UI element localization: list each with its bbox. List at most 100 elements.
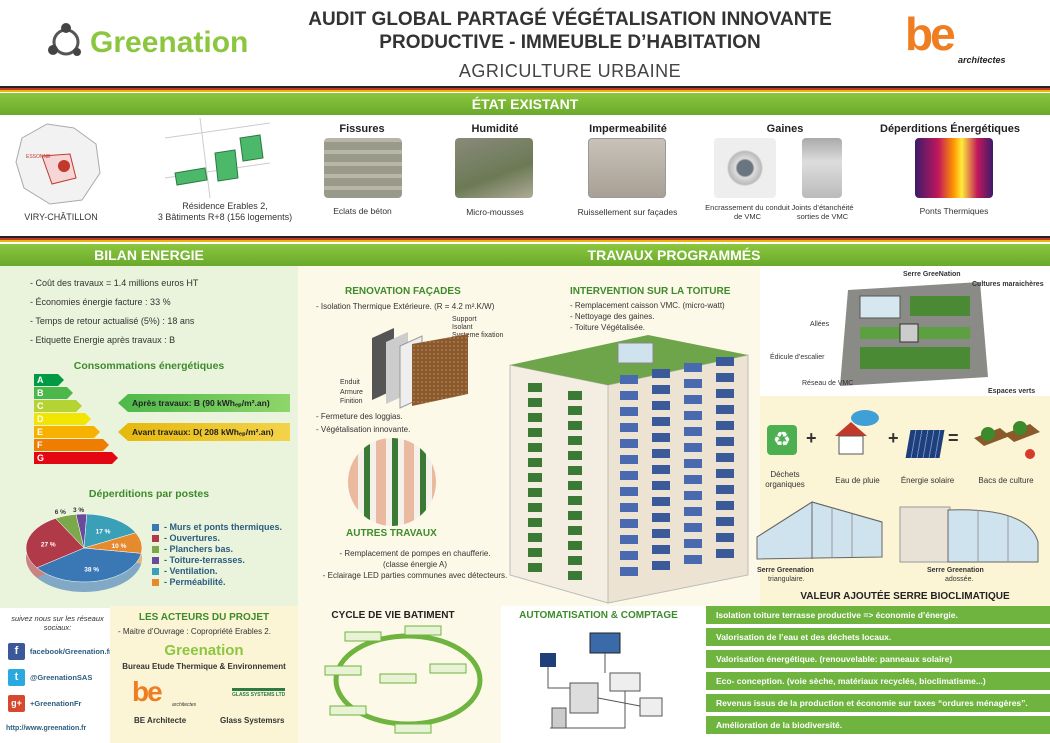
plus-2: + — [888, 428, 899, 448]
fissures-image — [324, 138, 402, 198]
pie-label: 3 % — [73, 507, 84, 514]
window — [684, 491, 702, 500]
window — [652, 385, 670, 394]
energy-class-e: E — [34, 426, 100, 438]
rain-house-icon — [827, 408, 882, 458]
window — [620, 519, 638, 528]
green-loggia — [568, 451, 582, 460]
gaines-caption-2: Joints d’étanchéité sorties de VMC — [791, 203, 854, 221]
cycle-diagram — [320, 624, 495, 736]
green-loggia — [568, 481, 582, 490]
window — [684, 443, 702, 452]
window — [620, 567, 638, 576]
window — [620, 407, 638, 416]
automation-diagram — [530, 628, 675, 738]
window — [684, 427, 702, 436]
deperd-title: Déperditions par postes — [88, 488, 210, 500]
window — [716, 501, 734, 510]
window — [684, 411, 702, 420]
gaines-image-2 — [802, 138, 842, 198]
pie-slice — [25, 518, 85, 569]
window — [652, 481, 670, 490]
energy-class-c: C — [34, 400, 82, 412]
window — [684, 523, 702, 532]
facebook-link[interactable]: facebook/Greenation.fr — [29, 647, 112, 656]
window — [716, 405, 734, 414]
acteurs-panel — [110, 606, 298, 743]
glass-logo: GLASS SYSTEMS LTD — [232, 688, 286, 698]
eq-label-solaire: Énergie solaire — [900, 476, 955, 485]
be-architecte-label: BE Architecte — [134, 716, 187, 725]
valeur-item: Valorisation énergétique. (renouvelable:… — [706, 650, 1050, 668]
window — [716, 421, 734, 430]
building-image — [508, 335, 753, 605]
residence-label: Résidence Erables 2,3 Bâtiments R+8 (156… — [157, 201, 293, 222]
window — [716, 469, 734, 478]
energy-class-f: F — [34, 439, 109, 451]
pie-label: 17 % — [96, 528, 111, 535]
serre2-name: Serre Greenation — [927, 567, 984, 574]
map-image: ESSONNE — [12, 118, 104, 208]
label-enduit: Enduit — [340, 379, 360, 386]
valeur-item: Revenus issus de la production et économ… — [706, 694, 1050, 712]
window — [620, 375, 638, 384]
eq-label-bacs: Bacs de culture — [978, 476, 1034, 485]
social-googleplus[interactable]: g+ +GreenationFr — [8, 695, 112, 712]
stripe-2 — [0, 236, 1050, 242]
window — [620, 551, 638, 560]
window — [620, 535, 638, 544]
gaines-caption-1: Encrassement du conduit de VMC — [705, 203, 790, 221]
window — [684, 395, 702, 404]
culture-bins-icon — [970, 414, 1042, 464]
humidite-caption: Micro-mousses — [466, 207, 524, 217]
roof-label-reseau: Réseau de VMC — [802, 380, 854, 387]
window — [716, 485, 734, 494]
green-loggia — [568, 571, 582, 580]
renov-line1: - Isolation Thermique Extérieure. (R = 4… — [316, 302, 495, 311]
energy-class-b: B — [34, 387, 73, 399]
thermal-image — [915, 138, 993, 198]
maitre-ouvrage: - Maitre d’Ouvrage : Copropriété Erables… — [118, 627, 271, 636]
bureau-label: Bureau Etude Thermique & Environnement — [122, 662, 286, 671]
etat-bar: ÉTAT EXISTANT — [0, 93, 1050, 115]
window — [652, 417, 670, 426]
roof-label-serre: Serre GreeNation — [903, 271, 961, 278]
googleplus-icon: g+ — [8, 695, 25, 712]
page-title: AUDIT GLOBAL PARTAGÉ VÉGÉTALISATION INNO… — [308, 9, 832, 53]
energy-class-d: D — [34, 413, 91, 425]
window — [620, 391, 638, 400]
pie-slice — [36, 547, 142, 583]
social-twitter[interactable]: t@GreenationSAS — [8, 669, 112, 686]
green-loggia — [568, 511, 582, 520]
green-loggia — [528, 533, 542, 542]
window — [684, 379, 702, 388]
apres-arrow: Après travaux: B (90 kWhₑₚ/m².an) — [118, 394, 290, 412]
serre-triangulaire-image — [752, 497, 890, 567]
pie-label: 27 % — [41, 541, 56, 548]
greenation-logo-icon — [46, 22, 86, 62]
googleplus-link[interactable]: +GreenationFr — [30, 699, 82, 708]
auto-title: AUTOMATISATION & COMPTAGE — [519, 610, 678, 621]
website-link[interactable]: http://www.greenation.fr — [6, 725, 87, 732]
serre1-name: Serre Greenation — [757, 567, 814, 574]
map-label: VIRY-CHÂTILLON — [24, 212, 98, 222]
label-finition: Finition — [340, 398, 363, 405]
window — [716, 517, 734, 526]
pie-label: 38 % — [84, 567, 99, 574]
window — [620, 471, 638, 480]
window — [652, 529, 670, 538]
serre-adossee-image — [898, 502, 1043, 567]
conso-title: Consommations énergétiques — [73, 360, 225, 372]
window — [620, 439, 638, 448]
eq-label-eau: Eau de pluie — [835, 476, 880, 485]
valeur-item: Amélioration de la biodiversité. — [706, 716, 1050, 734]
recycle-icon: ♻ — [767, 425, 797, 455]
equals: = — [948, 428, 959, 448]
deperditions-caption: Ponts Thermiques — [919, 206, 989, 216]
green-loggia — [528, 473, 542, 482]
twitter-link[interactable]: @GreenationSAS — [30, 673, 93, 682]
window — [652, 545, 670, 554]
label-support: Support — [452, 316, 477, 323]
